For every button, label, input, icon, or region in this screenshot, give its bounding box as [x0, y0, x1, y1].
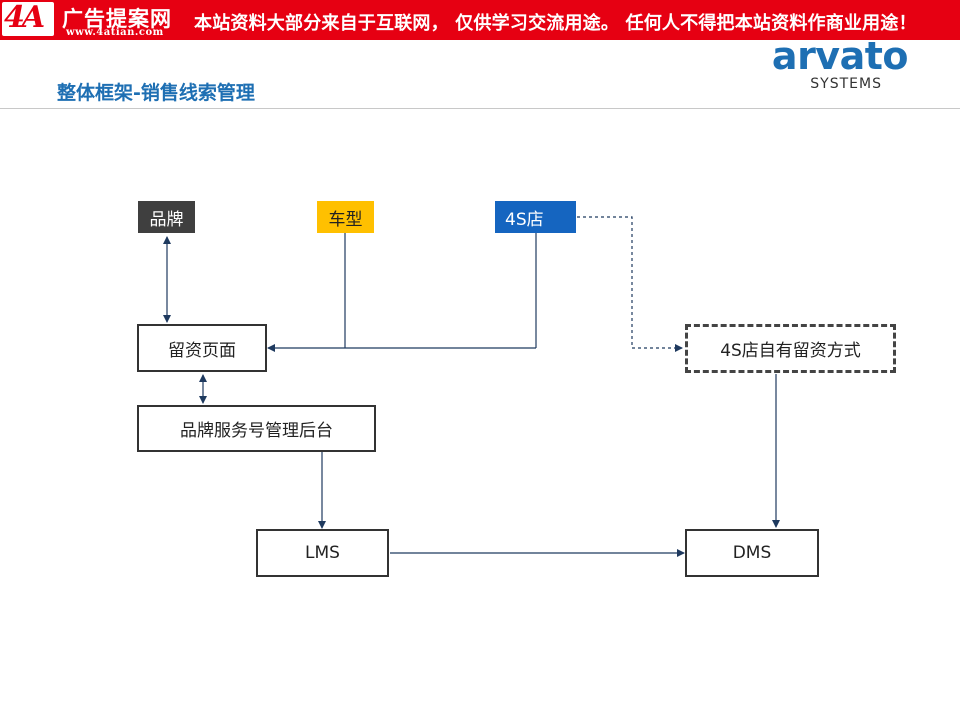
- site-logo[interactable]: 4A: [2, 0, 54, 36]
- node-car-model: 车型: [317, 201, 374, 233]
- title-divider: [0, 108, 960, 109]
- node-dealer: 4S店: [495, 201, 576, 233]
- site-logo-text: 4A: [4, 0, 45, 35]
- connector-dealer-ownlead: [577, 216, 683, 352]
- node-dms: DMS: [685, 529, 819, 577]
- node-lead-page: 留资页面: [137, 324, 267, 372]
- page-title: 整体框架-销售线索管理: [57, 82, 255, 104]
- node-lms: LMS: [256, 529, 389, 577]
- node-brand-service-backend: 品牌服务号管理后台: [137, 405, 376, 452]
- banner-notice: 本站资料大部分来自于互联网， 仅供学习交流用途。 任何人不得把本站资料作商业用途…: [194, 13, 917, 34]
- site-url[interactable]: www.4atian.com: [66, 27, 164, 38]
- node-dealer-own-lead: 4S店自有留资方式: [685, 324, 896, 373]
- brand-logo-name: arvato: [771, 34, 909, 78]
- brand-logo-subtitle: SYSTEMS: [810, 76, 882, 92]
- node-brand: 品牌: [138, 201, 195, 233]
- top-banner: 4A 广告提案网 www.4atian.com 本站资料大部分来自于互联网， 仅…: [0, 0, 960, 40]
- site-name[interactable]: 广告提案网: [62, 7, 172, 31]
